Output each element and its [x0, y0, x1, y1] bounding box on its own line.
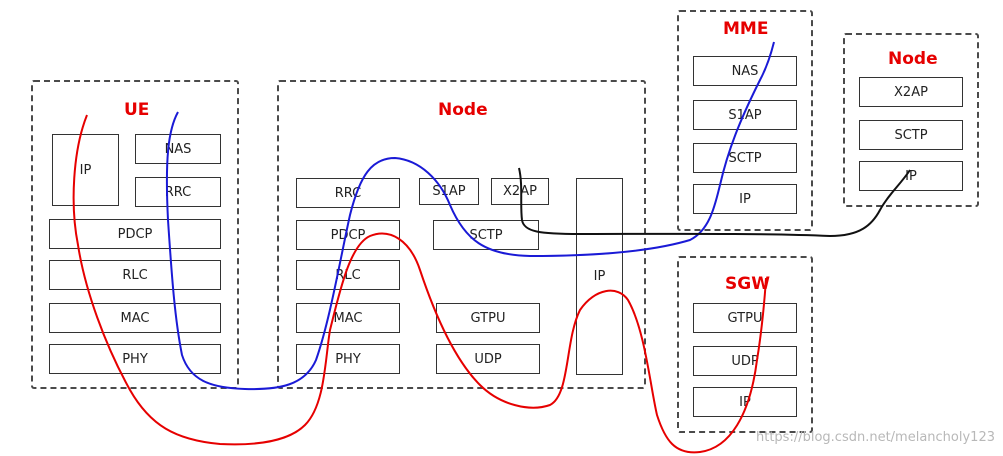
node2-x2ap-box: X2AP: [859, 77, 963, 107]
mme-sctp-box: SCTP: [693, 143, 797, 173]
enb-mac-box: MAC: [296, 303, 400, 333]
mme-ip-box: IP: [693, 184, 797, 214]
node2-group: Node: [843, 33, 979, 207]
ue-rlc-box: RLC: [49, 260, 221, 290]
enb-s1ap-box: S1AP: [419, 178, 479, 205]
enb-rrc-box: RRC: [296, 178, 400, 208]
sgw-title: SGW: [725, 274, 770, 294]
mme-s1ap-box: S1AP: [693, 100, 797, 130]
enb-sctp-box: SCTP: [433, 220, 539, 250]
enb-phy-box: PHY: [296, 344, 400, 374]
enb-title: Node: [438, 100, 488, 120]
enb-ip-box: IP: [576, 178, 623, 375]
sgw-udp-box: UDP: [693, 346, 797, 376]
ue-ip-box: IP: [52, 134, 119, 206]
watermark: https://blog.csdn.net/melancholy123: [756, 430, 995, 445]
ue-rrc-box: RRC: [135, 177, 221, 207]
ue-nas-box: NAS: [135, 134, 221, 164]
ue-phy-box: PHY: [49, 344, 221, 374]
ue-title: UE: [124, 100, 150, 120]
ue-mac-box: MAC: [49, 303, 221, 333]
sgw-ip-box: IP: [693, 387, 797, 417]
enb-udp-box: UDP: [436, 344, 540, 374]
enb-rlc-box: RLC: [296, 260, 400, 290]
node2-ip-box: IP: [859, 161, 963, 191]
sgw-gtpu-box: GTPU: [693, 303, 797, 333]
ue-pdcp-box: PDCP: [49, 219, 221, 249]
mme-title: MME: [723, 19, 769, 39]
enb-pdcp-box: PDCP: [296, 220, 400, 250]
node2-sctp-box: SCTP: [859, 120, 963, 150]
node2-title: Node: [888, 49, 938, 69]
enb-gtpu-box: GTPU: [436, 303, 540, 333]
enb-x2ap-box: X2AP: [491, 178, 549, 205]
mme-nas-box: NAS: [693, 56, 797, 86]
